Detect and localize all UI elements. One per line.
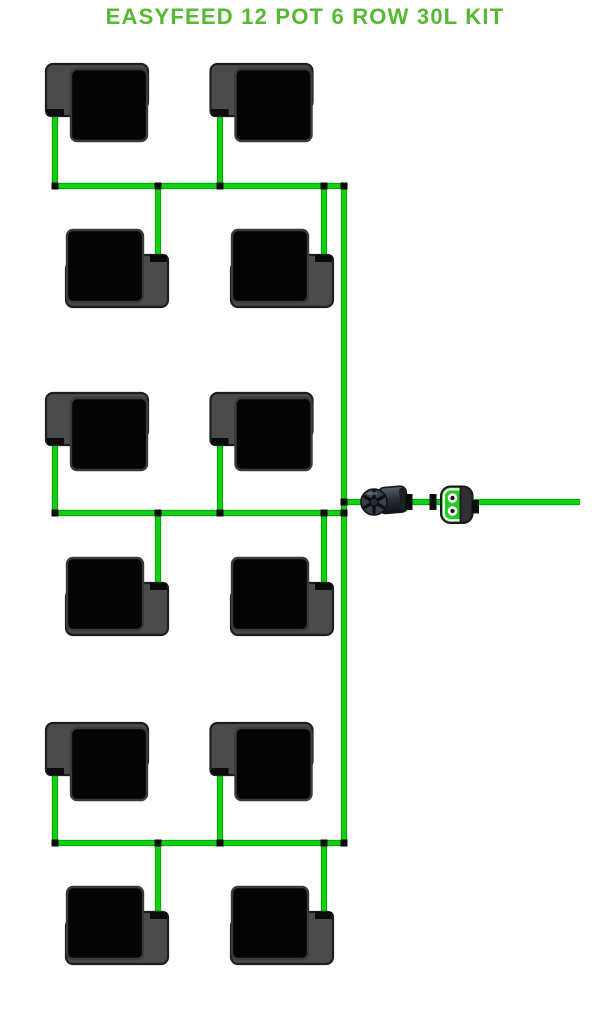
pot-unit-9 [44, 721, 150, 802]
tee-fitting [216, 509, 224, 517]
pot-unit-5 [44, 391, 150, 472]
fittings-layer [51, 182, 437, 847]
tee-fitting [320, 839, 328, 847]
feed-valve-icon [440, 485, 479, 524]
tee-fitting [51, 509, 59, 517]
tee-fitting [340, 498, 348, 506]
pot-unit-2 [209, 62, 314, 143]
tee-fitting [216, 839, 224, 847]
pot-unit-1 [44, 62, 150, 143]
inline-filter-icon [360, 485, 409, 516]
pot-unit-8 [229, 556, 335, 637]
tube-coupler [429, 494, 437, 510]
tee-fitting [340, 509, 348, 517]
pot-unit-11 [64, 885, 170, 966]
pot-unit-7 [64, 556, 170, 637]
tube-coupler [405, 494, 413, 510]
pot-unit-6 [209, 391, 314, 472]
pot-unit-3 [64, 228, 170, 309]
tee-fitting [51, 182, 59, 190]
tee-fitting [154, 509, 162, 517]
tee-fitting [320, 509, 328, 517]
pot-unit-12 [229, 885, 335, 966]
tee-fitting [320, 182, 328, 190]
tee-fitting [51, 839, 59, 847]
kit-title: EASYFEED 12 POT 6 ROW 30L KIT [105, 4, 505, 29]
pot-unit-10 [209, 721, 314, 802]
tee-fitting [216, 182, 224, 190]
tee-fitting [340, 839, 348, 847]
pot-unit-4 [229, 228, 335, 309]
tee-fitting [154, 839, 162, 847]
tee-fitting [154, 182, 162, 190]
tee-fitting [340, 182, 348, 190]
